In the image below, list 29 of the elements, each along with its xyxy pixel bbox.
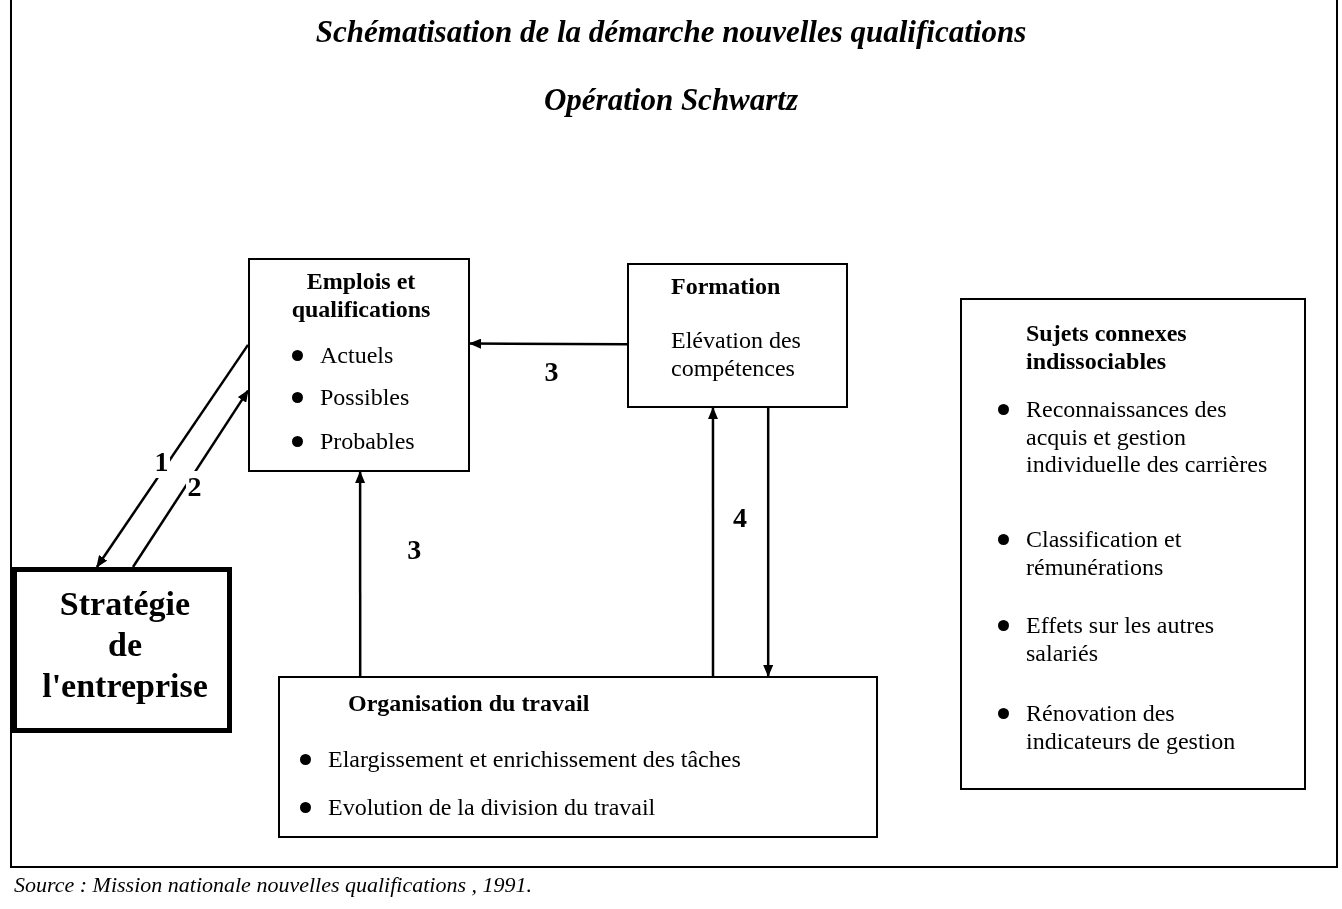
text-box (278, 676, 878, 838)
list-item: Reconnaissances des acquis et gestion individuelle des carrières (1026, 396, 1269, 479)
list-item: Classification et rémunérations (1026, 526, 1183, 582)
text-box (12, 567, 232, 733)
text-box (960, 298, 1306, 790)
arrow (707, 407, 718, 676)
source-note: Source : Mission nationale nouvelles qualifications , 1991. (14, 872, 532, 898)
box-heading: Organisation du travail (348, 690, 591, 718)
list-item: Actuels (320, 342, 394, 370)
list-item: Effets sur les autres salariés (1026, 612, 1216, 668)
text-box (627, 263, 848, 408)
arrow (131, 389, 250, 568)
box-heading: Emplois et qualifications (290, 268, 432, 324)
arrow (469, 338, 627, 349)
subtitle: Opération Schwartz (542, 82, 800, 118)
list-item: Evolution de la division du travail (328, 794, 656, 822)
arrow (95, 344, 250, 568)
list-item: Elargissement et enrichissement des tâches (328, 746, 741, 774)
list-item: Probables (320, 428, 415, 456)
box-text: Elévation des compétences (671, 327, 802, 383)
list-item: Possibles (320, 384, 410, 412)
box-heading: Sujets connexes indissociables (1026, 320, 1188, 376)
text-box (248, 258, 470, 472)
box-title: Stratégie de l'entreprise (42, 584, 208, 706)
box-heading: Formation (671, 273, 782, 301)
list-item: Rénovation des indicateurs de gestion (1026, 700, 1237, 756)
arrow (355, 471, 366, 676)
title: Schématisation de la démarche nouvelles qualifications (314, 14, 1028, 50)
arrow (763, 408, 774, 677)
